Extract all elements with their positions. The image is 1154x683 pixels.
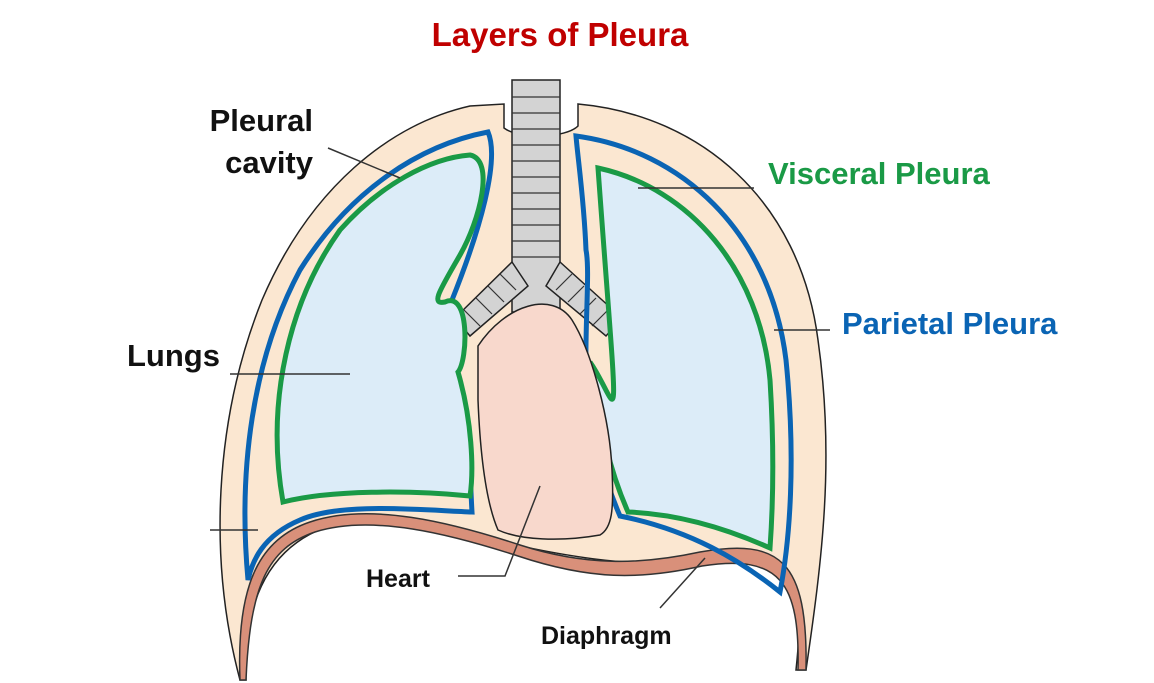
lungs-label: Lungs <box>127 338 220 373</box>
diaphragm-label: Diaphragm <box>541 622 672 650</box>
left-bronchus <box>453 260 529 338</box>
pleural-cavity-label: Pleural cavity <box>209 103 313 180</box>
heart <box>477 303 614 540</box>
heart-label: Heart <box>366 565 430 593</box>
leader-lines <box>210 147 830 609</box>
heart-leader <box>458 485 541 577</box>
pleural-cavity-leader <box>327 147 401 179</box>
trachea-rings <box>512 96 560 258</box>
left-lung <box>274 152 486 506</box>
right-lung <box>587 164 776 552</box>
diagram-title: Layers of Pleura <box>431 16 689 53</box>
visceral-pleura-label: Visceral Pleura <box>768 156 990 191</box>
bronchi-rings <box>463 273 609 327</box>
right-parietal-pleura <box>573 133 794 597</box>
diaphragm <box>238 513 807 681</box>
parietal-pleura-label: Parietal Pleura <box>842 306 1058 341</box>
diaphragm-leader <box>659 557 706 609</box>
